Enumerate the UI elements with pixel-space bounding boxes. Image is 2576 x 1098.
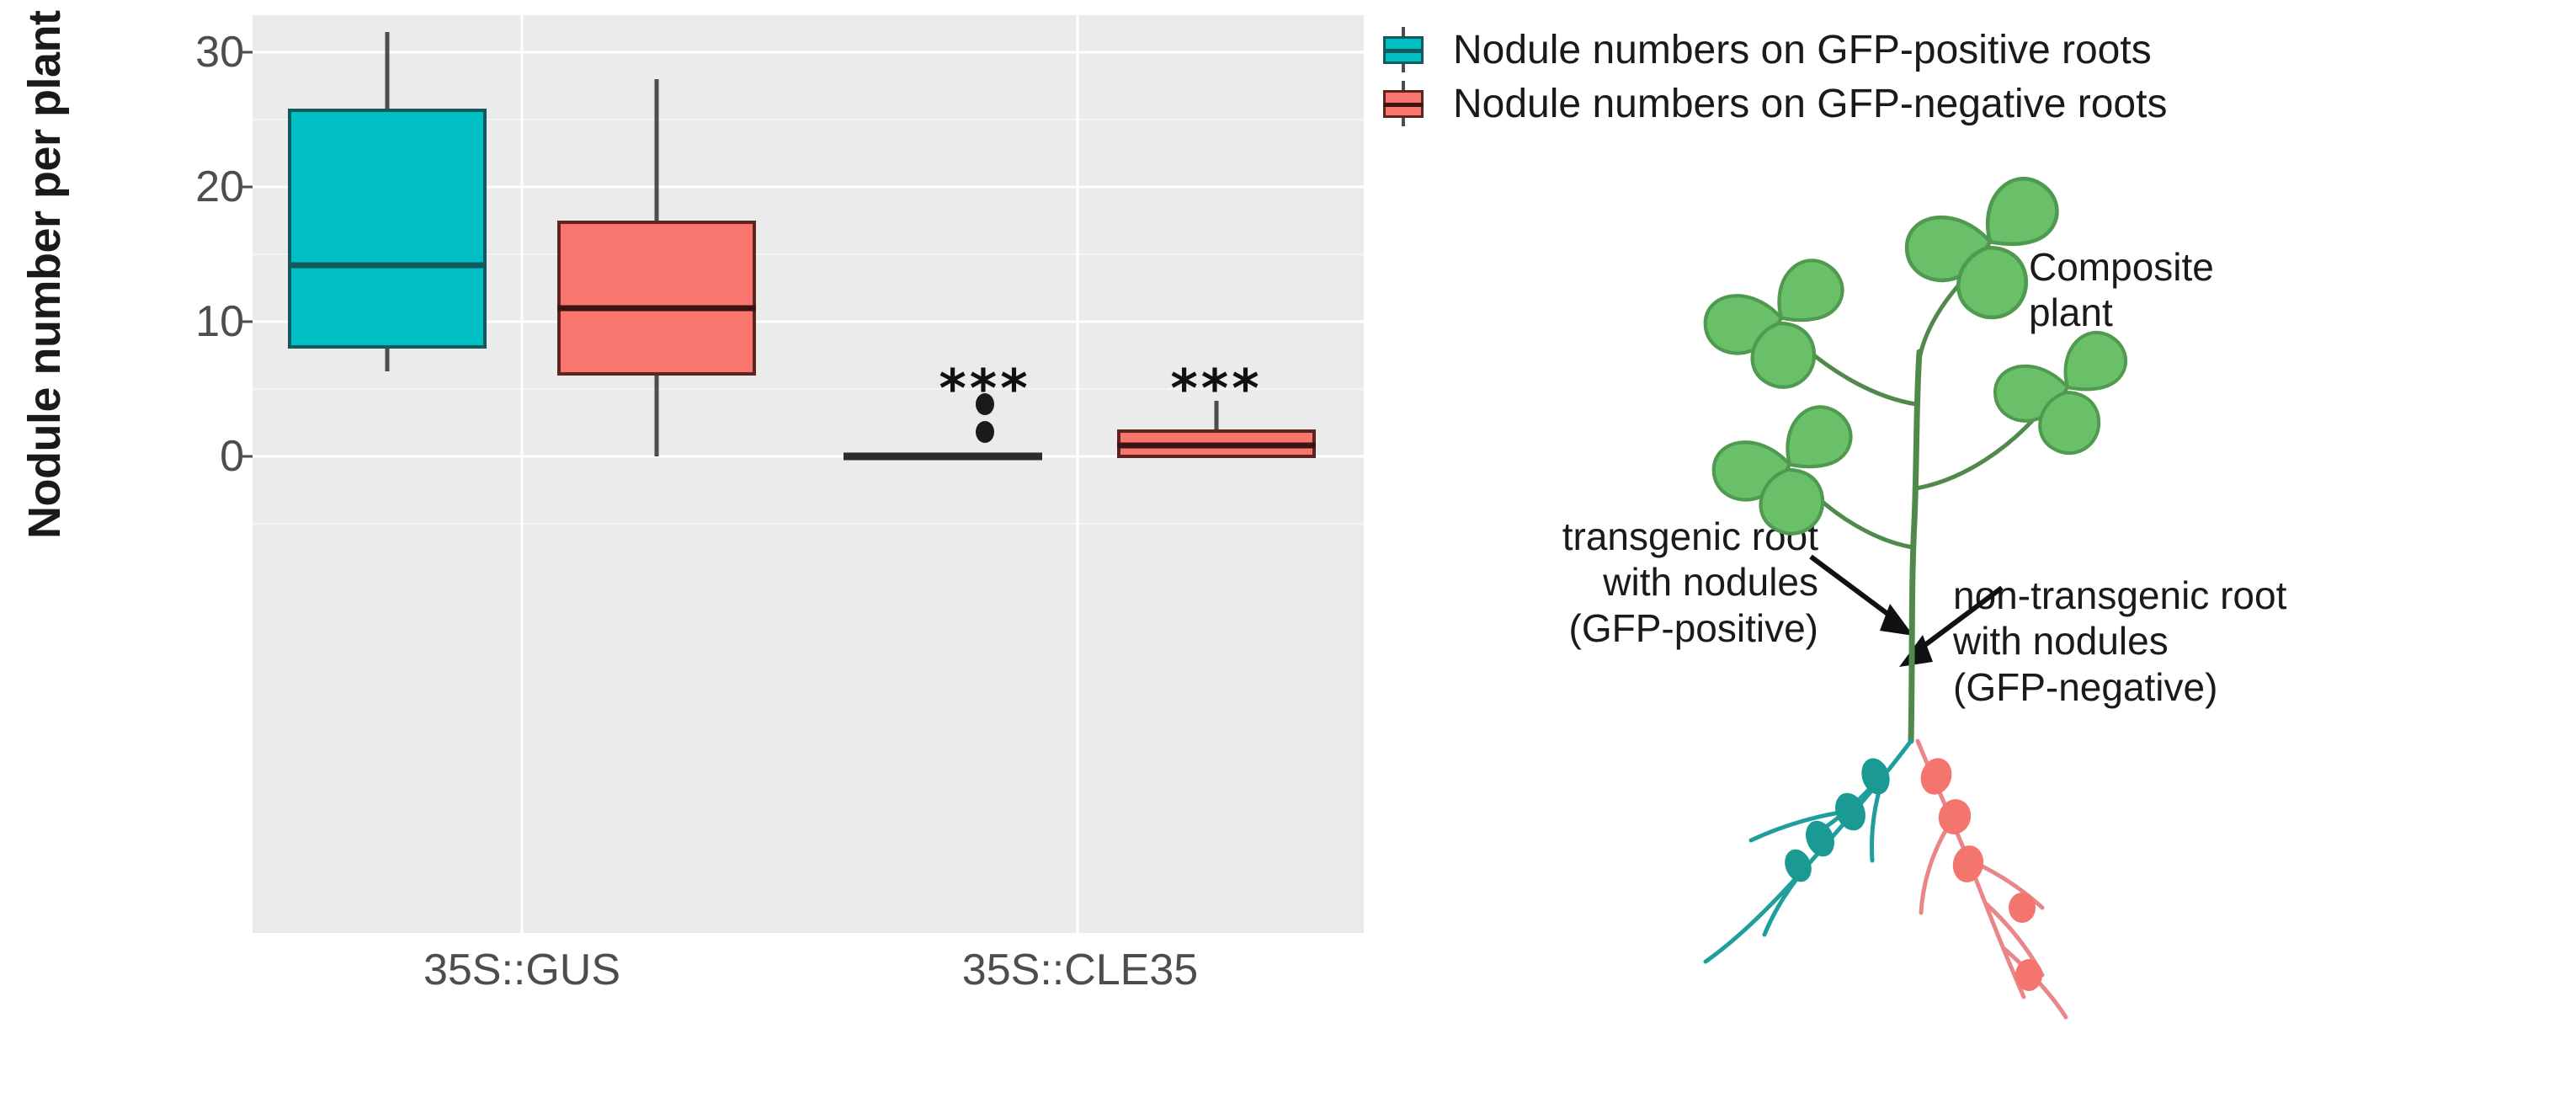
gridline-minor-5 — [253, 388, 1364, 390]
y-tick-mark-0 — [242, 455, 254, 458]
composite-plant-label-line2: plant — [2029, 290, 2113, 335]
gridline-major-20 — [253, 185, 1364, 189]
clover-leaf-lower-left — [1714, 407, 1851, 533]
x-tick-label-gus: 35S::GUS — [423, 946, 621, 994]
median-gus-gfp-negative — [557, 305, 756, 312]
box-gus-gfp-negative — [557, 221, 756, 376]
legend-label-gfp-negative: Nodule numbers on GFP-negative roots — [1453, 81, 2168, 126]
y-axis-title: Nodule number per plant — [19, 10, 70, 539]
clover-leaf-top — [1907, 179, 2057, 317]
composite-plant-label-line1: Composite — [2029, 245, 2214, 289]
plant-illustration — [1703, 152, 2128, 1020]
whisker-lower-gus-gfp-negative — [654, 376, 659, 456]
box-gus-gfp-positive — [288, 109, 487, 349]
outlier-cle35-gfp-positive-2 — [976, 393, 994, 415]
transgenic-root-annotation-line2: with nodules — [1603, 560, 1818, 605]
nodule-teal-1 — [1835, 792, 1865, 831]
nodule-teal-2 — [1806, 820, 1834, 857]
whisker-upper-cle35-gfp-negative — [1214, 401, 1219, 429]
gridline-minor-15 — [253, 253, 1364, 255]
arrow-to-nontransgenic-root-icon — [1899, 585, 2004, 667]
composite-plant-diagram: Composite plant transgenic root with nod… — [1381, 152, 2576, 1098]
plot-panel: *** *** — [253, 15, 1364, 933]
whisker-upper-gus-gfp-negative — [654, 79, 659, 221]
petiole-upper-left — [1796, 340, 1917, 407]
nodule-pink-3 — [1952, 845, 1984, 882]
nontransgenic-root-nodules — [1920, 758, 2042, 991]
significance-cle35-gfp-negative: *** — [1170, 358, 1263, 419]
legend-key-boxplot-icon-salmon — [1381, 79, 1426, 128]
composite-plant-label: Composite plant — [2029, 244, 2214, 336]
nodule-pink-5 — [2015, 959, 2042, 991]
y-tick-mark-20 — [242, 185, 254, 189]
nontransgenic-root-annotation-line2: with nodules — [1953, 619, 2169, 664]
x-tick-label-cle35: 35S::CLE35 — [961, 946, 1199, 994]
gridline-vertical-1 — [520, 15, 524, 933]
gridline-major-10 — [253, 320, 1364, 323]
transgenic-root-annotation: transgenic root with nodules (GFP-positi… — [1381, 514, 1818, 651]
nodule-teal-4 — [1861, 758, 1890, 795]
nodule-pink-2 — [1938, 799, 1972, 834]
legend-key-boxplot-icon-teal — [1381, 25, 1426, 74]
whisker-upper-gus-gfp-positive — [385, 32, 390, 109]
transgenic-root-nodules — [1785, 758, 1890, 882]
whisker-lower-gus-gfp-positive — [385, 349, 390, 371]
median-cle35-gfp-negative — [1117, 442, 1316, 449]
y-tick-label-30: 30 — [195, 28, 244, 77]
significance-cle35-gfp-positive: *** — [939, 358, 1031, 419]
nontransgenic-root-annotation: non-transgenic root with nodules (GFP-ne… — [1953, 573, 2286, 710]
y-tick-label-20: 20 — [195, 163, 244, 211]
gridline-major-0 — [253, 455, 1364, 458]
y-tick-mark-30 — [242, 51, 254, 54]
boxplot-figure: Nodule number per plant 30 20 10 0 — [19, 0, 1364, 1098]
nodule-pink-1 — [1920, 758, 1952, 795]
transgenic-root-annotation-line3: (GFP-positive) — [1568, 605, 1818, 650]
petiole-right — [1915, 408, 2044, 491]
plant-stem — [1908, 349, 1923, 744]
legend-item-gfp-positive[interactable]: Nodule numbers on GFP-positive roots — [1381, 25, 2559, 74]
arrow-to-transgenic-root-icon — [1809, 554, 1913, 636]
y-tick-label-0: 0 — [220, 432, 244, 481]
legend-median-icon — [1383, 49, 1424, 53]
gridline-vertical-2 — [1076, 15, 1079, 933]
gridline-major-30 — [253, 51, 1364, 54]
box-cle35-gfp-positive — [844, 452, 1042, 461]
gridline-minor-25 — [253, 119, 1364, 120]
outlier-cle35-gfp-positive-1 — [976, 421, 994, 443]
median-gus-gfp-positive — [288, 262, 487, 269]
nodule-teal-3 — [1785, 849, 1812, 882]
nontransgenic-root-annotation-line3: (GFP-negative) — [1953, 664, 2218, 709]
clover-leaf-upper-left — [1706, 260, 1843, 386]
nontransgenic-root-annotation-line1: non-transgenic root — [1953, 573, 2287, 617]
nodule-pink-4 — [2009, 893, 2036, 923]
legend: Nodule numbers on GFP-positive roots Nod… — [1381, 25, 2559, 133]
legend-label-gfp-positive: Nodule numbers on GFP-positive roots — [1453, 27, 2152, 72]
legend-item-gfp-negative[interactable]: Nodule numbers on GFP-negative roots — [1381, 79, 2559, 128]
legend-median-icon — [1383, 103, 1424, 107]
y-axis-ticks: 30 20 10 0 — [93, 0, 254, 1098]
gridline-minor-m5 — [253, 523, 1364, 525]
y-tick-label-10: 10 — [195, 297, 244, 346]
y-tick-mark-10 — [242, 320, 254, 323]
